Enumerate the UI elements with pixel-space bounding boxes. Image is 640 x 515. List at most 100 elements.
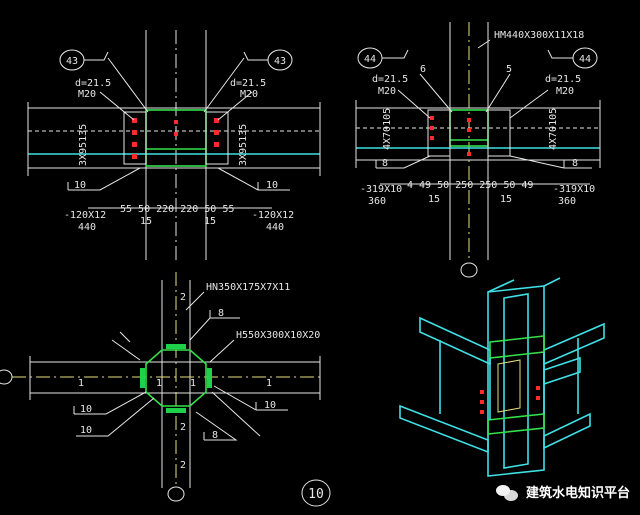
leader-line <box>509 89 549 119</box>
dimension: 440 <box>266 222 284 233</box>
weld-size: 8 <box>212 430 218 441</box>
weld-size: 8 <box>382 158 388 169</box>
weld-symbol <box>111 331 141 361</box>
bolt <box>480 390 484 394</box>
bolt <box>430 126 434 130</box>
mark-number: 1 <box>78 378 84 389</box>
stiffener-bottom <box>487 413 545 435</box>
bubble-label: 44 <box>364 54 376 65</box>
weld-leader <box>213 385 288 411</box>
column-edge <box>543 277 561 287</box>
leader-line <box>485 73 511 113</box>
bolt <box>214 118 219 123</box>
weld-size: 10 <box>80 404 92 415</box>
mark-number: 2 <box>180 292 186 303</box>
bolt <box>536 396 540 400</box>
bolt <box>430 116 434 120</box>
bolt <box>480 400 484 404</box>
column-section-label: HM440X300X11X18 <box>494 30 584 41</box>
bolt-group-center <box>174 120 178 136</box>
weld-leader <box>76 397 155 437</box>
bolt-group-iso <box>480 386 540 414</box>
detail-number: 10 <box>308 487 324 502</box>
axis-bubble <box>460 262 478 278</box>
flange-plate <box>140 368 145 388</box>
bolt-hole-diameter: d=21.5 <box>545 74 581 85</box>
watermark: 建筑水电知识平台 <box>495 482 630 501</box>
mark-number: 1 <box>156 378 162 389</box>
plate-spec-vertical: 4X70105 <box>382 108 393 150</box>
mark-number: 1 <box>190 378 196 389</box>
bolt <box>174 132 178 136</box>
bolt-hole-diameter: d=21.5 <box>230 78 266 89</box>
joint-plan-bottom-left: 2 1 1 1 1 2 2 HN350X175X7X11 H550X300X10… <box>0 272 331 507</box>
plate-spec: -120X12 <box>252 210 294 221</box>
bolt <box>467 128 471 132</box>
weld-size: 10 <box>74 180 86 191</box>
wechat-icon <box>495 483 520 501</box>
weld-symbol-leader <box>84 51 109 61</box>
bolt <box>430 136 434 140</box>
column-web <box>503 293 529 469</box>
leader-line <box>217 91 253 121</box>
bolt-group-right <box>214 118 219 147</box>
weld-size: 10 <box>264 400 276 411</box>
axis-bubble <box>167 486 185 502</box>
splice-plate-left <box>427 109 451 157</box>
isometric-joint-view <box>399 277 605 477</box>
column-edge <box>487 279 515 293</box>
bolt-size: M20 <box>556 86 574 97</box>
weld-size: 5 <box>506 64 512 75</box>
bolt <box>132 118 137 123</box>
dimension-chain: 4 49 50 250 250 50 49 <box>407 180 533 191</box>
stiffener-top <box>489 335 545 359</box>
leader-line <box>185 291 205 311</box>
beam-flange-right-top <box>543 322 605 366</box>
mark-number: 2 <box>180 422 186 433</box>
bolt-size: M20 <box>240 89 258 100</box>
panel-zone <box>497 359 521 413</box>
bolt-size: M20 <box>378 86 396 97</box>
plate-spec: -120X12 <box>64 210 106 221</box>
weld-size: 10 <box>80 425 92 436</box>
joint-detail-top-right: HM440X300X11X18 44 44 6 5 d=21.5 M20 d=2… <box>355 22 601 278</box>
bolt <box>480 410 484 414</box>
joint-detail-top-left: 43 43 d=21.5 M20 d=21.5 M20 3X95135 3X95… <box>27 30 321 260</box>
weld-leader <box>189 310 240 341</box>
weld-symbol-leader <box>382 49 409 59</box>
leader-line <box>99 91 135 121</box>
dimension-chain: 55 50 220 220 50 55 <box>120 204 234 215</box>
beam-flange-right-bottom <box>543 412 591 450</box>
beam-section-label: H550X300X10X20 <box>236 330 320 341</box>
dimension: 15 <box>204 216 216 227</box>
beam-flange-left-bottom <box>399 404 489 454</box>
bubble-label: 43 <box>274 56 286 67</box>
column-flange-front <box>487 285 545 477</box>
weld-size: 10 <box>266 180 278 191</box>
splice-plate-right <box>487 109 511 157</box>
plate-spec-vertical: 3X95135 <box>238 124 249 166</box>
leader-line <box>203 57 245 113</box>
weld-leader <box>67 167 141 191</box>
weld-size: 8 <box>572 158 578 169</box>
bolt-size: M20 <box>78 89 96 100</box>
weld-symbol-leader <box>547 49 573 59</box>
splice-plate-left <box>123 111 147 165</box>
flange-plate <box>166 344 186 349</box>
dimension: 15 <box>428 194 440 205</box>
bolt <box>467 152 471 156</box>
leader-line <box>397 89 431 119</box>
bolt-hole-diameter: d=21.5 <box>372 74 408 85</box>
bolt <box>132 130 137 135</box>
mark-number: 2 <box>180 460 186 471</box>
dimension: 360 <box>368 196 386 207</box>
weld-symbol-leader <box>243 51 268 61</box>
plate-spec-vertical: 4X70105 <box>548 108 559 150</box>
bolt-hole-diameter: d=21.5 <box>75 78 111 89</box>
bolt <box>214 142 219 147</box>
leader-line <box>211 391 261 437</box>
bolt <box>174 120 178 124</box>
column-section-label: HN350X175X7X11 <box>206 282 290 293</box>
flange-plate <box>166 408 186 413</box>
